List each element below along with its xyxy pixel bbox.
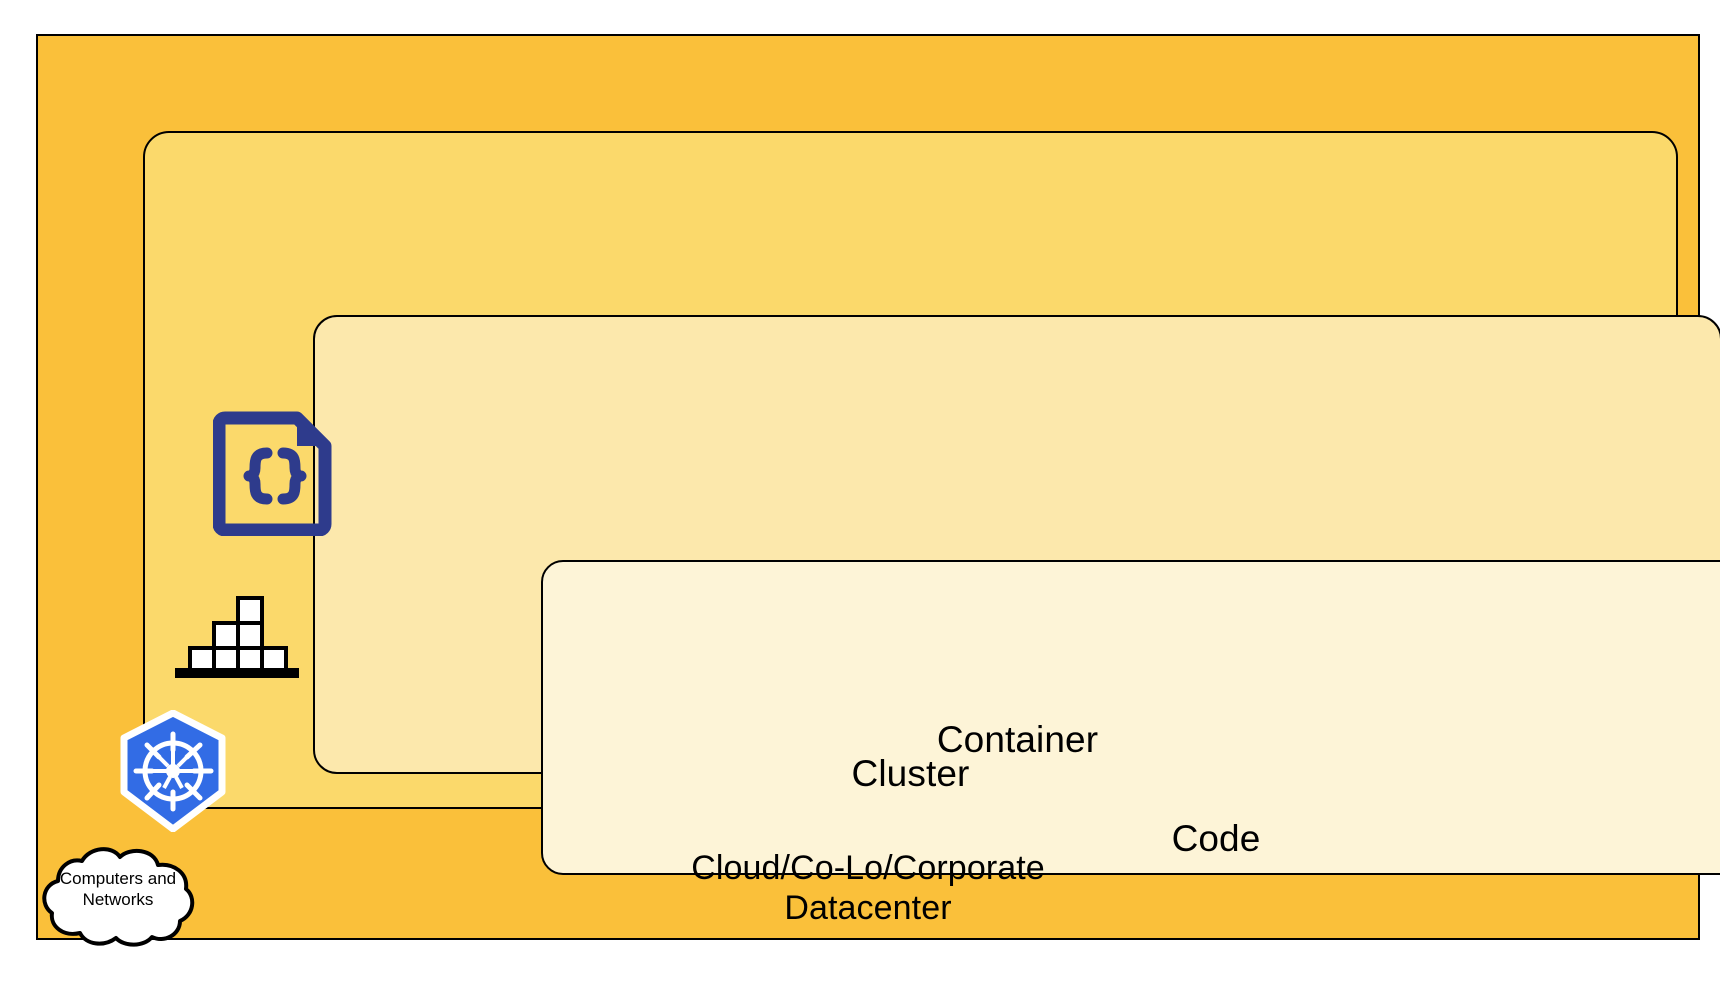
layer-label-cluster: Cluster xyxy=(851,753,970,795)
computers-networks-cloud xyxy=(38,845,198,947)
layer-label-datacenter: Cloud/Co-Lo/Corporate Datacenter xyxy=(691,849,1045,927)
container-stacked-boxes-icon xyxy=(171,596,303,678)
layer-cluster[interactable]: Code Container Cluster xyxy=(143,131,1720,875)
layer-label-code: Code xyxy=(1171,818,1261,860)
code-braces-document-icon xyxy=(212,406,337,537)
layer-label-container: Container xyxy=(936,719,1099,761)
layer-code[interactable]: Code xyxy=(541,560,1720,875)
layer-container[interactable]: Code Container xyxy=(313,315,1720,875)
kubernetes-helm-icon xyxy=(112,709,234,833)
layer-datacenter[interactable]: Code Container Cluster Cloud/Co-Lo/Corpo… xyxy=(36,34,1720,940)
